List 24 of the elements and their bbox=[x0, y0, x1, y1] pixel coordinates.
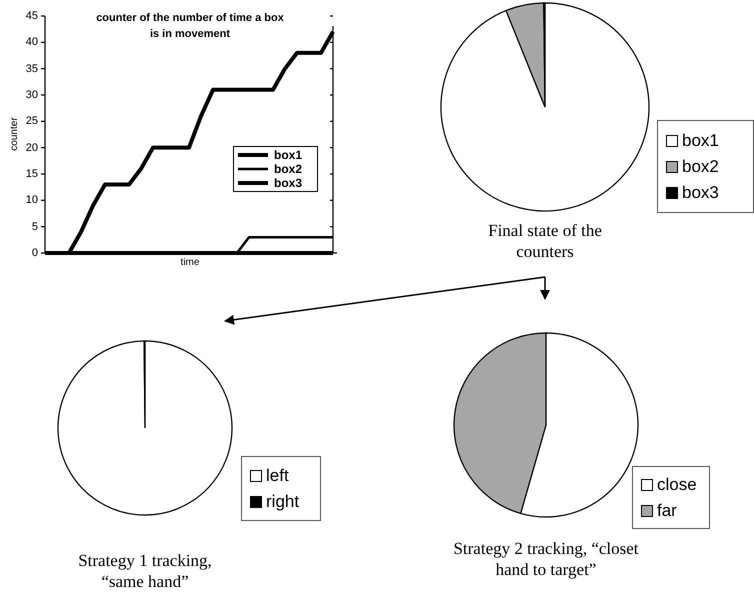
x-axis-label: time bbox=[180, 257, 200, 269]
legend-label: box2 bbox=[274, 162, 302, 176]
pie-caption: Strategy 2 tracking, “closet hand to target” bbox=[452, 538, 640, 580]
legend-label: close bbox=[657, 474, 697, 494]
legend-label: box2 bbox=[682, 156, 719, 176]
y-tick-label: 0 bbox=[30, 247, 38, 259]
pie-caption: Strategy 1 tracking, “same hand” bbox=[77, 550, 213, 592]
legend-label: box1 bbox=[682, 130, 719, 150]
y-tick-label: 5 bbox=[30, 220, 38, 233]
legend-label: right bbox=[266, 492, 300, 512]
y-tick-label: 35 bbox=[24, 62, 38, 75]
legend-label: box1 bbox=[274, 148, 302, 162]
legend-label: left bbox=[266, 466, 289, 486]
y-tick-label: 30 bbox=[24, 89, 38, 101]
y-axis-label: counter bbox=[9, 116, 21, 153]
chart-title: counter of the number of time a box is in movement bbox=[95, 11, 285, 42]
y-tick-label: 15 bbox=[24, 168, 38, 180]
legend-label: box3 bbox=[682, 182, 719, 202]
pie-caption: Final state of the counters bbox=[487, 220, 603, 262]
legend-label: far bbox=[657, 500, 677, 520]
y-tick-label: 10 bbox=[24, 194, 38, 206]
y-tick-label: 40 bbox=[24, 36, 38, 48]
y-tick-label: 45 bbox=[24, 10, 38, 22]
legend-label: box3 bbox=[274, 176, 302, 190]
